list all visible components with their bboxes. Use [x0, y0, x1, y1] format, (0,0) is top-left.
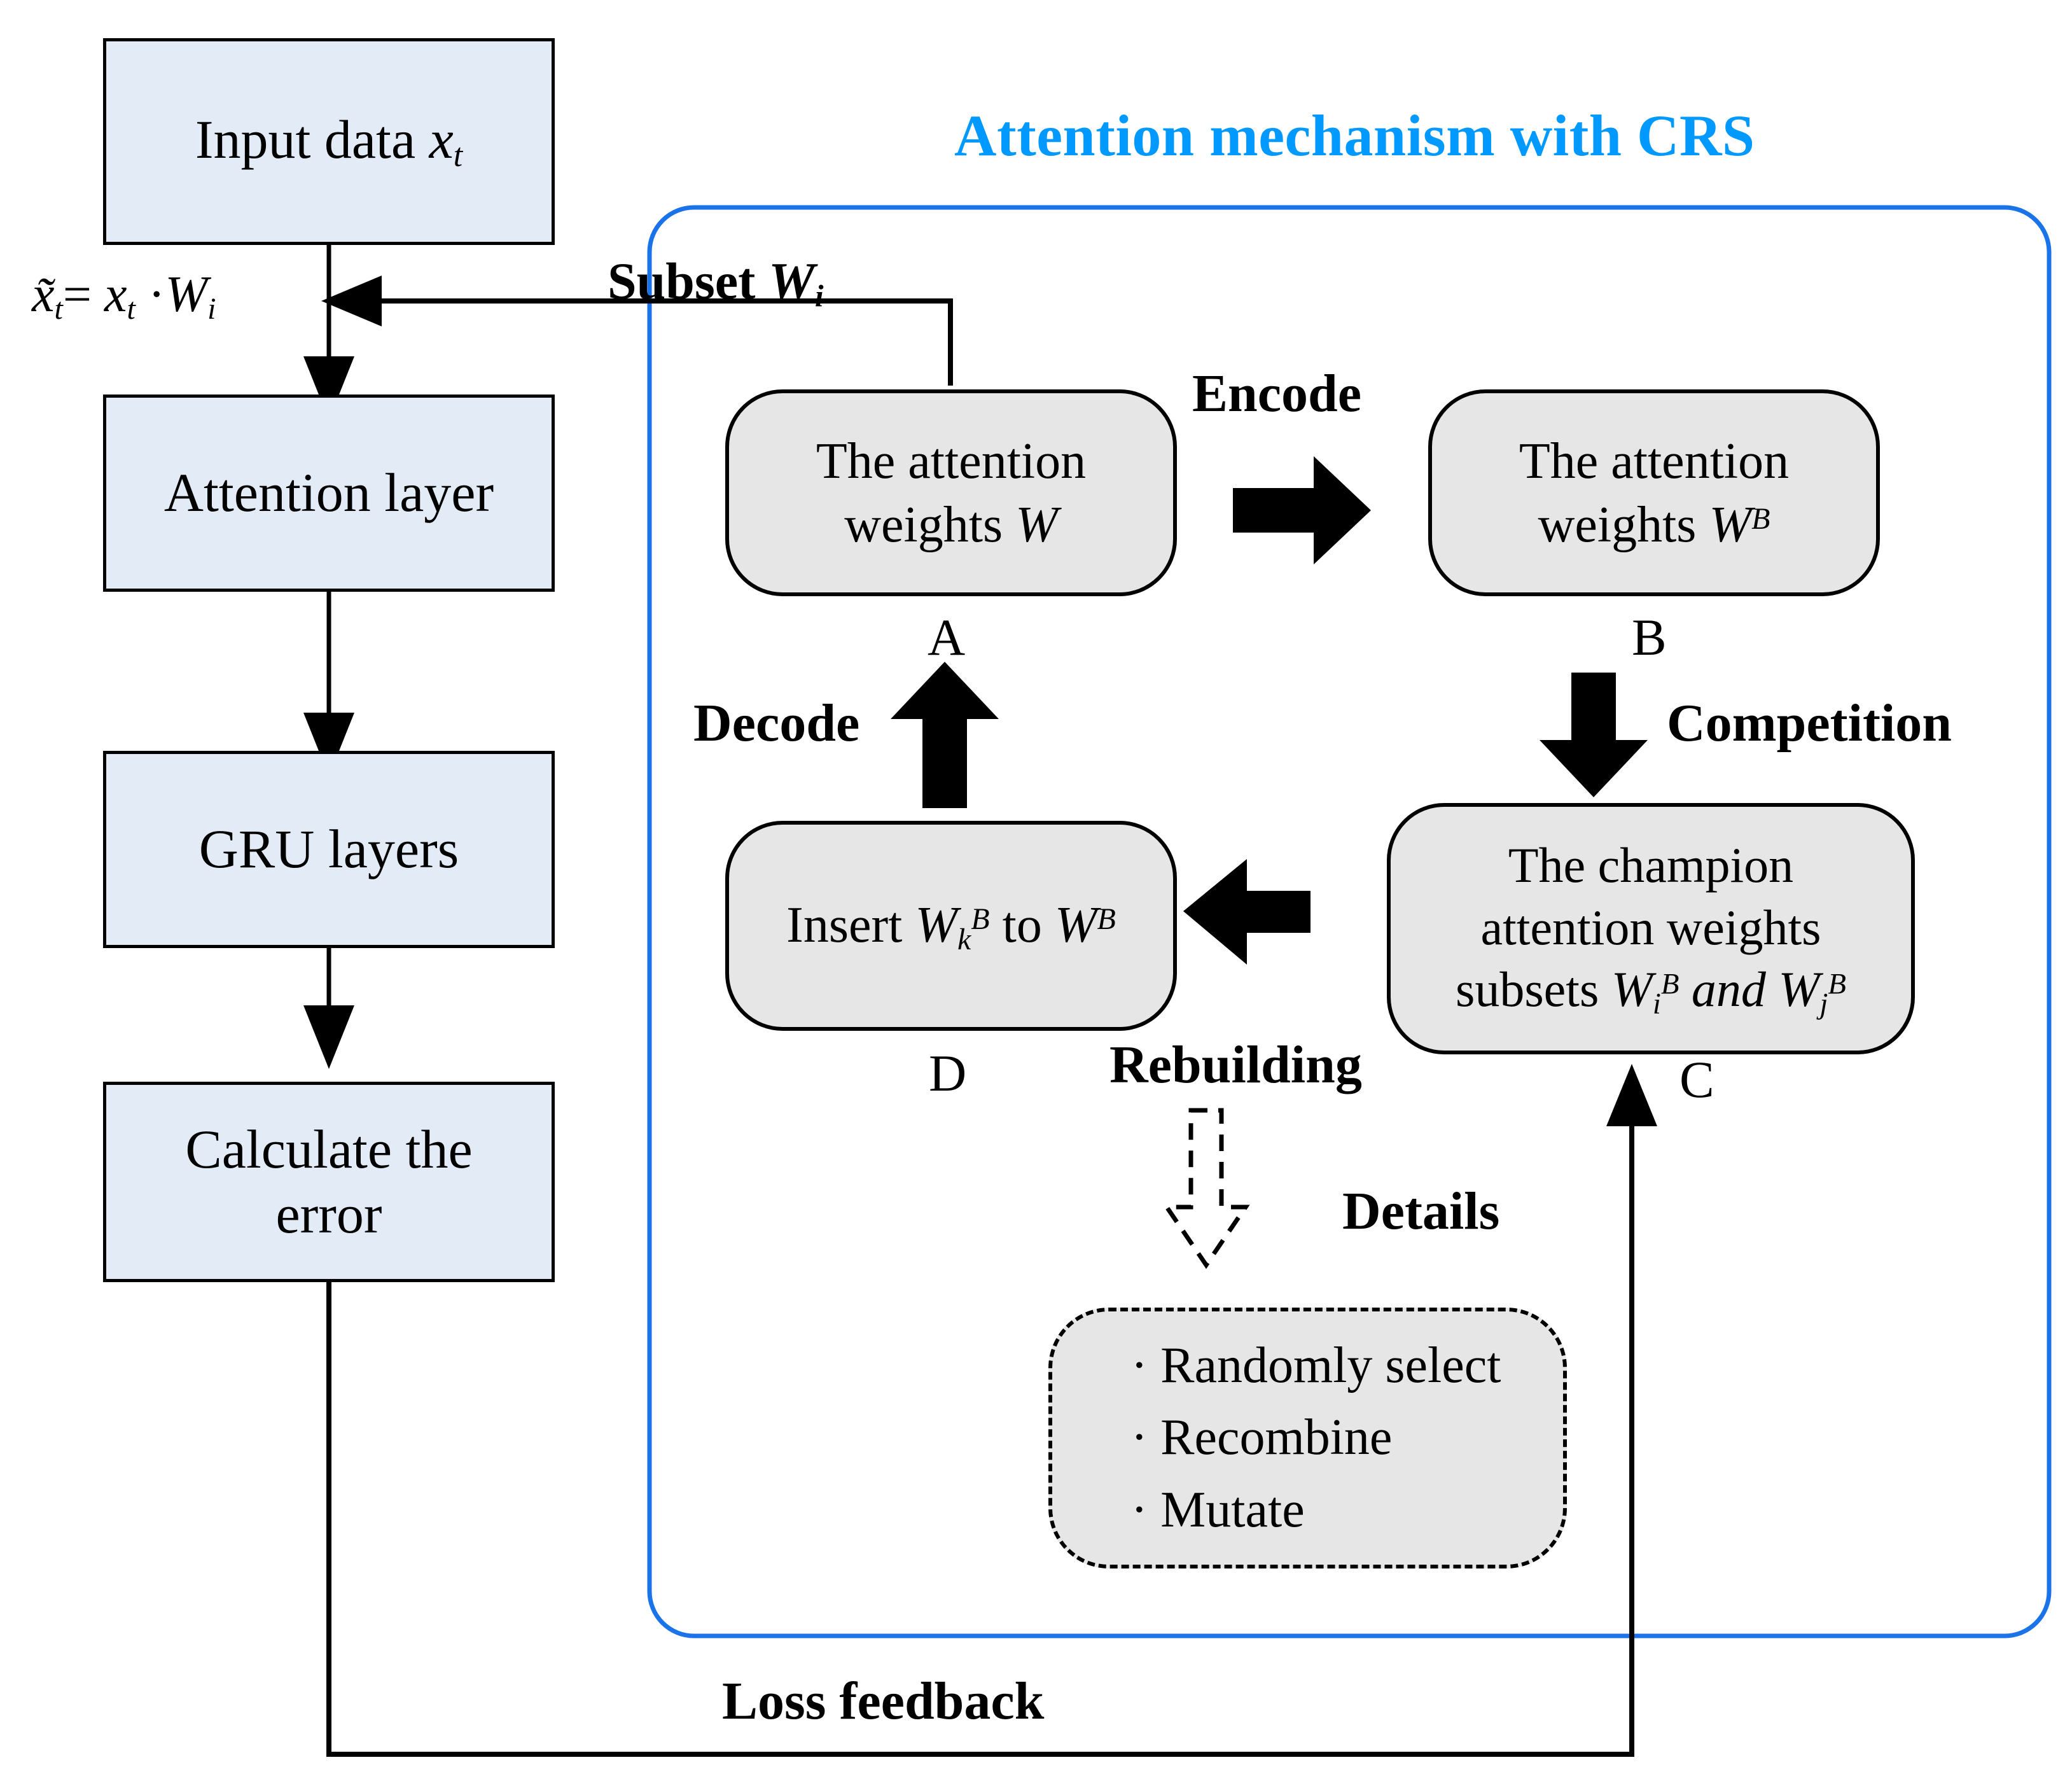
calc-error-line1: Calculate the: [185, 1119, 473, 1180]
step-letter-b: B: [1632, 608, 1667, 666]
box-c-line1: The champion: [1508, 837, 1794, 893]
details-list: · Randomly select · Recombine · Mutate: [1114, 1326, 1501, 1551]
step-letter-a: A: [928, 608, 966, 666]
box-b-sup: B: [1751, 501, 1770, 536]
node-input-data[interactable]: Input data xt: [103, 38, 555, 245]
box-c-line2: attention weights: [1480, 899, 1821, 955]
subset-sub: i: [814, 278, 824, 314]
formula-eq: =: [62, 267, 104, 323]
calc-error-line2: error: [275, 1183, 382, 1245]
node-gru-layers[interactable]: GRU layers: [103, 751, 555, 948]
formula-rhs-x: x: [104, 267, 127, 323]
formula-lhs: x̃: [32, 267, 55, 323]
box-b-var: W: [1709, 496, 1752, 553]
formula-lhs-sub: t: [54, 292, 63, 326]
competition-arrow-shape: [1540, 673, 1648, 797]
subset-label: Subset Wi: [608, 251, 824, 314]
box-c-sup1: B: [1660, 967, 1679, 1001]
formula-rhs-w-sub: i: [207, 292, 216, 326]
formula-dot: ·: [135, 267, 165, 323]
box-c-sup2: B: [1828, 967, 1847, 1001]
box-d-var1: W: [915, 897, 957, 953]
box-a-line2-prefix: weights: [844, 496, 1016, 553]
formula-rhs-x-sub: t: [127, 292, 136, 326]
details-item-randomly-select: · Randomly select: [1130, 1337, 1501, 1393]
box-c-var1: W: [1611, 961, 1653, 1017]
edge-label-competition: Competition: [1667, 694, 1952, 753]
box-c-line3-prefix: subsets: [1455, 961, 1611, 1017]
node-calculate-error[interactable]: Calculate the error: [103, 1082, 555, 1282]
subset-label-text: Subset: [608, 252, 756, 310]
input-sub: t: [453, 137, 463, 174]
node-attention-layer-label: Attention layer: [163, 462, 494, 524]
box-d-sup1: B: [971, 902, 990, 936]
box-c-sub1: i: [1652, 988, 1661, 1021]
box-d-var2: W: [1054, 897, 1097, 953]
diagram-title: Attention mechanism with CRS: [954, 103, 1755, 168]
box-c-var2: W: [1778, 961, 1820, 1017]
node-champion-subsets[interactable]: The champion attention weights subsets W…: [1387, 803, 1915, 1054]
subset-var: W: [768, 252, 815, 310]
node-calculate-error-label: Calculate the error: [185, 1117, 472, 1247]
encode-arrow-shape: [1233, 456, 1371, 564]
node-input-data-label: Input data xt: [195, 108, 462, 176]
details-item-mutate: · Mutate: [1130, 1481, 1305, 1538]
node-a-label: The attention weights W: [816, 430, 1086, 557]
box-c-sub2: j: [1819, 988, 1828, 1021]
formula-xtilde: x̃t= xt ·Wi: [32, 266, 216, 326]
box-d-sub1: k: [957, 922, 971, 956]
node-details-operations[interactable]: · Randomly select · Recombine · Mutate: [1048, 1308, 1567, 1568]
node-c-label: The champion attention weights subsets W…: [1456, 834, 1846, 1023]
step-letter-c: C: [1679, 1051, 1714, 1108]
edge-label-loss-feedback: Loss feedback: [722, 1672, 1045, 1731]
box-b-line2-prefix: weights: [1538, 496, 1709, 553]
node-d-label: Insert WkB to WB: [786, 893, 1116, 959]
node-gru-layers-label: GRU layers: [198, 818, 459, 880]
box-d-sup2: B: [1097, 902, 1116, 936]
decode-arrow-shape: [891, 662, 999, 808]
edge-label-rebuilding: Rebuilding: [1109, 1035, 1362, 1094]
box-d-mid: to: [989, 897, 1055, 953]
box-b-line1: The attention: [1519, 433, 1790, 489]
node-insert-wk[interactable]: Insert WkB to WB: [725, 821, 1177, 1031]
box-c-and: and: [1679, 961, 1779, 1017]
node-attention-weights-wb[interactable]: The attention weights WB: [1428, 389, 1880, 596]
formula-rhs-w: W: [165, 267, 208, 323]
box-d-prefix: Insert: [786, 897, 915, 953]
edge-label-details: Details: [1342, 1182, 1500, 1241]
edge-label-encode: Encode: [1192, 364, 1362, 423]
details-arrow-shape: [1162, 1108, 1250, 1269]
box-a-var: W: [1015, 496, 1058, 553]
box-a-line1: The attention: [816, 433, 1087, 489]
input-var: x: [429, 109, 454, 171]
details-item-recombine: · Recombine: [1130, 1409, 1393, 1466]
node-attention-layer[interactable]: Attention layer: [103, 395, 555, 592]
edge-label-decode: Decode: [693, 694, 860, 753]
node-attention-weights-w[interactable]: The attention weights W: [725, 389, 1177, 596]
step-letter-d: D: [929, 1044, 967, 1102]
input-text: Input data: [195, 109, 416, 171]
node-b-label: The attention weights WB: [1519, 430, 1789, 557]
rebuilding-arrow-shape: [1183, 859, 1311, 965]
